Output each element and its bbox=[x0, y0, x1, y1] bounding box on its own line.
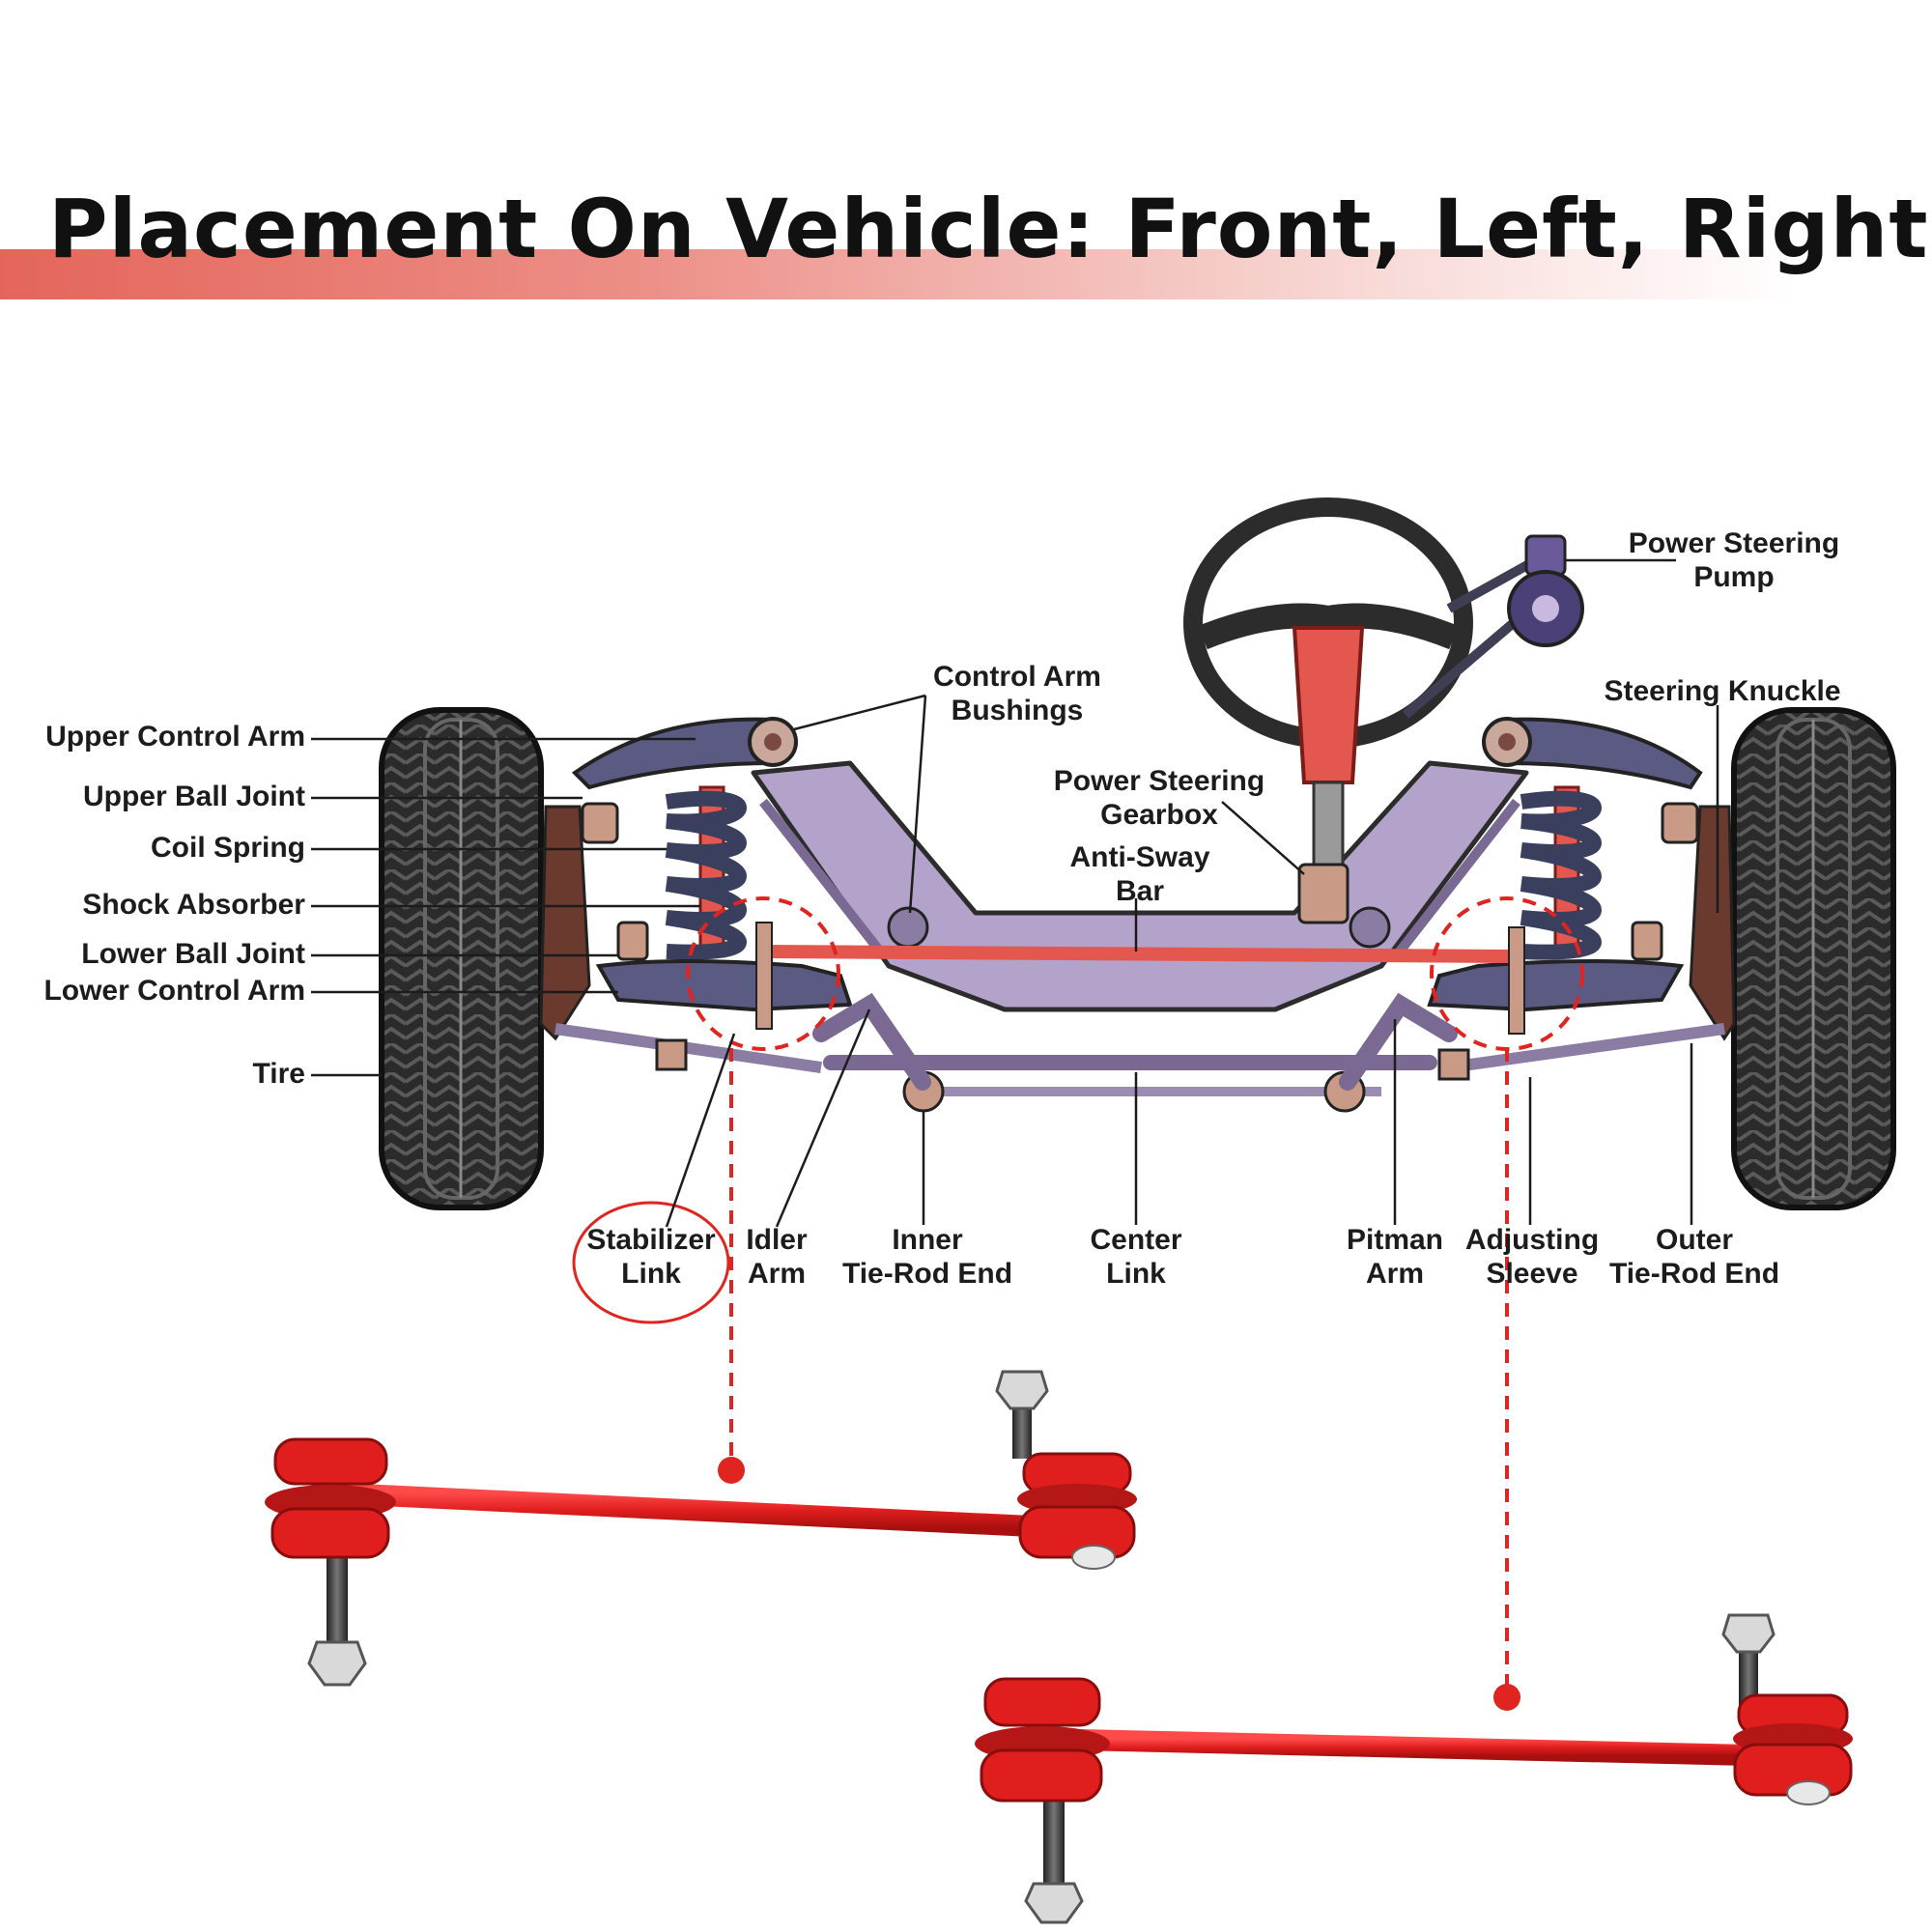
stabilizer-link-product-2 bbox=[975, 1613, 1853, 1924]
label-control-arm-bushings-line2: Bushings bbox=[952, 695, 1084, 726]
label-power-steering-pump-line1: Power Steering bbox=[1629, 527, 1839, 559]
label-upper-ball-joint: Upper Ball Joint bbox=[83, 781, 305, 812]
label-lower-control-arm: Lower Control Arm bbox=[43, 975, 305, 1007]
idler-and-pitman-arms bbox=[812, 992, 1458, 1091]
right-coil-spring bbox=[1520, 785, 1602, 960]
label-shock-absorber: Shock Absorber bbox=[82, 889, 305, 921]
left-highlight-circle bbox=[686, 896, 840, 1051]
label-lower-ball-joint: Lower Ball Joint bbox=[81, 938, 305, 970]
label-outer-tie-rod-end-line1: Outer bbox=[1656, 1224, 1733, 1256]
right-lower-control-arm bbox=[1427, 921, 1685, 1012]
label-anti-sway-bar-line1: Anti-Sway bbox=[1069, 841, 1209, 873]
power-steering-pump bbox=[1402, 534, 1584, 719]
label-outer-tie-rod-end-line2: Tie-Rod End bbox=[1609, 1258, 1779, 1290]
right-steering-knuckle bbox=[1689, 805, 1736, 1041]
label-inner-tie-rod-end-line1: Inner bbox=[892, 1224, 963, 1256]
power-steering-gearbox bbox=[1297, 863, 1350, 924]
center-link bbox=[823, 1055, 1437, 1096]
title-highlight-band bbox=[0, 249, 1797, 299]
label-idler-arm-line1: Idler bbox=[746, 1224, 808, 1256]
page-title: Placement On Vehicle: Front, Left, Right bbox=[48, 182, 1929, 276]
label-anti-sway-bar-line2: Bar bbox=[1116, 875, 1164, 907]
leader-lines bbox=[311, 558, 1719, 1228]
label-upper-control-arm: Upper Control Arm bbox=[45, 721, 305, 753]
label-center-link-line2: Link bbox=[1106, 1258, 1166, 1290]
stabilizer-link-product-1 bbox=[265, 1370, 1137, 1687]
upper-ball-joints bbox=[581, 802, 1699, 844]
label-adjusting-sleeve-line1: Adjusting bbox=[1465, 1224, 1599, 1256]
left-tire bbox=[379, 707, 544, 1210]
left-steering-knuckle bbox=[539, 805, 591, 1041]
tie-rods bbox=[554, 1023, 1725, 1081]
guide-line-left bbox=[718, 1048, 745, 1484]
label-inner-tie-rod-end-line2: Tie-Rod End bbox=[842, 1258, 1012, 1290]
label-steering-knuckle: Steering Knuckle bbox=[1604, 675, 1840, 707]
left-upper-control-arm bbox=[571, 717, 798, 790]
right-tire bbox=[1731, 707, 1896, 1210]
steering-column bbox=[1292, 626, 1365, 871]
right-upper-control-arm bbox=[1482, 717, 1703, 790]
guide-line-right bbox=[1493, 1048, 1520, 1711]
label-stabilizer-link-line1: Stabilizer bbox=[586, 1224, 716, 1256]
label-coil-spring: Coil Spring bbox=[151, 832, 305, 864]
label-stabilizer-link-line2: Link bbox=[621, 1258, 681, 1290]
diagram-labels: Upper Control Arm Upper Ball Joint Coil … bbox=[43, 527, 1840, 1290]
label-power-steering-gearbox-line2: Gearbox bbox=[1100, 799, 1218, 831]
label-pitman-arm-line1: Pitman bbox=[1347, 1224, 1443, 1256]
label-power-steering-pump-line2: Pump bbox=[1693, 561, 1774, 593]
label-pitman-arm-line2: Arm bbox=[1366, 1258, 1424, 1290]
label-tire: Tire bbox=[253, 1058, 305, 1090]
stabilizer-links-diagram bbox=[755, 922, 1525, 1035]
stabilizer-label-circle bbox=[572, 1201, 730, 1324]
label-adjusting-sleeve-line2: Sleeve bbox=[1486, 1258, 1577, 1290]
label-center-link-line1: Center bbox=[1090, 1224, 1181, 1256]
label-idler-arm-line2: Arm bbox=[748, 1258, 806, 1290]
label-control-arm-bushings-line1: Control Arm bbox=[933, 661, 1101, 693]
left-lower-control-arm bbox=[595, 921, 853, 1012]
left-coil-spring bbox=[665, 785, 747, 960]
label-power-steering-gearbox-line1: Power Steering bbox=[1054, 765, 1264, 797]
